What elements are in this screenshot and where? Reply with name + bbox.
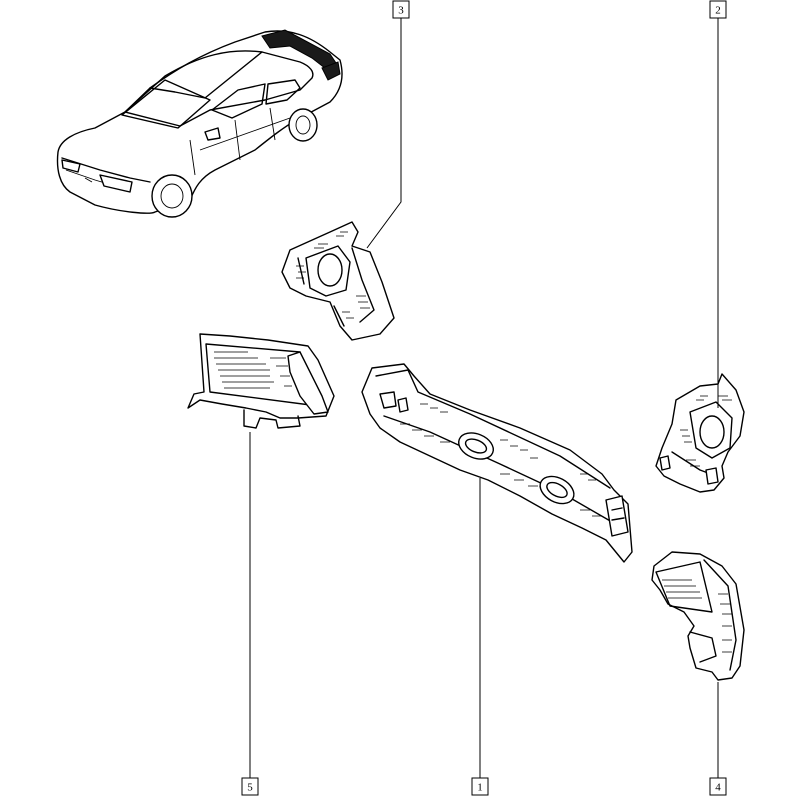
leader-lines bbox=[249, 18, 719, 778]
part-3 bbox=[281, 221, 395, 341]
part-2 bbox=[655, 373, 745, 493]
svg-text:3: 3 bbox=[398, 5, 404, 17]
callout-2: 2 bbox=[709, 0, 727, 19]
callout-4: 4 bbox=[709, 777, 727, 796]
svg-text:5: 5 bbox=[247, 782, 253, 794]
callout-5: 5 bbox=[241, 777, 259, 796]
svg-text:2: 2 bbox=[715, 5, 721, 17]
part-1 bbox=[361, 363, 633, 563]
car-illustration bbox=[56, 29, 343, 218]
svg-text:1: 1 bbox=[477, 782, 483, 794]
svg-text:4: 4 bbox=[715, 782, 721, 794]
part-4 bbox=[651, 551, 745, 681]
callout-1: 1 bbox=[471, 777, 489, 796]
part-5 bbox=[187, 333, 335, 429]
callout-3: 3 bbox=[392, 0, 410, 19]
